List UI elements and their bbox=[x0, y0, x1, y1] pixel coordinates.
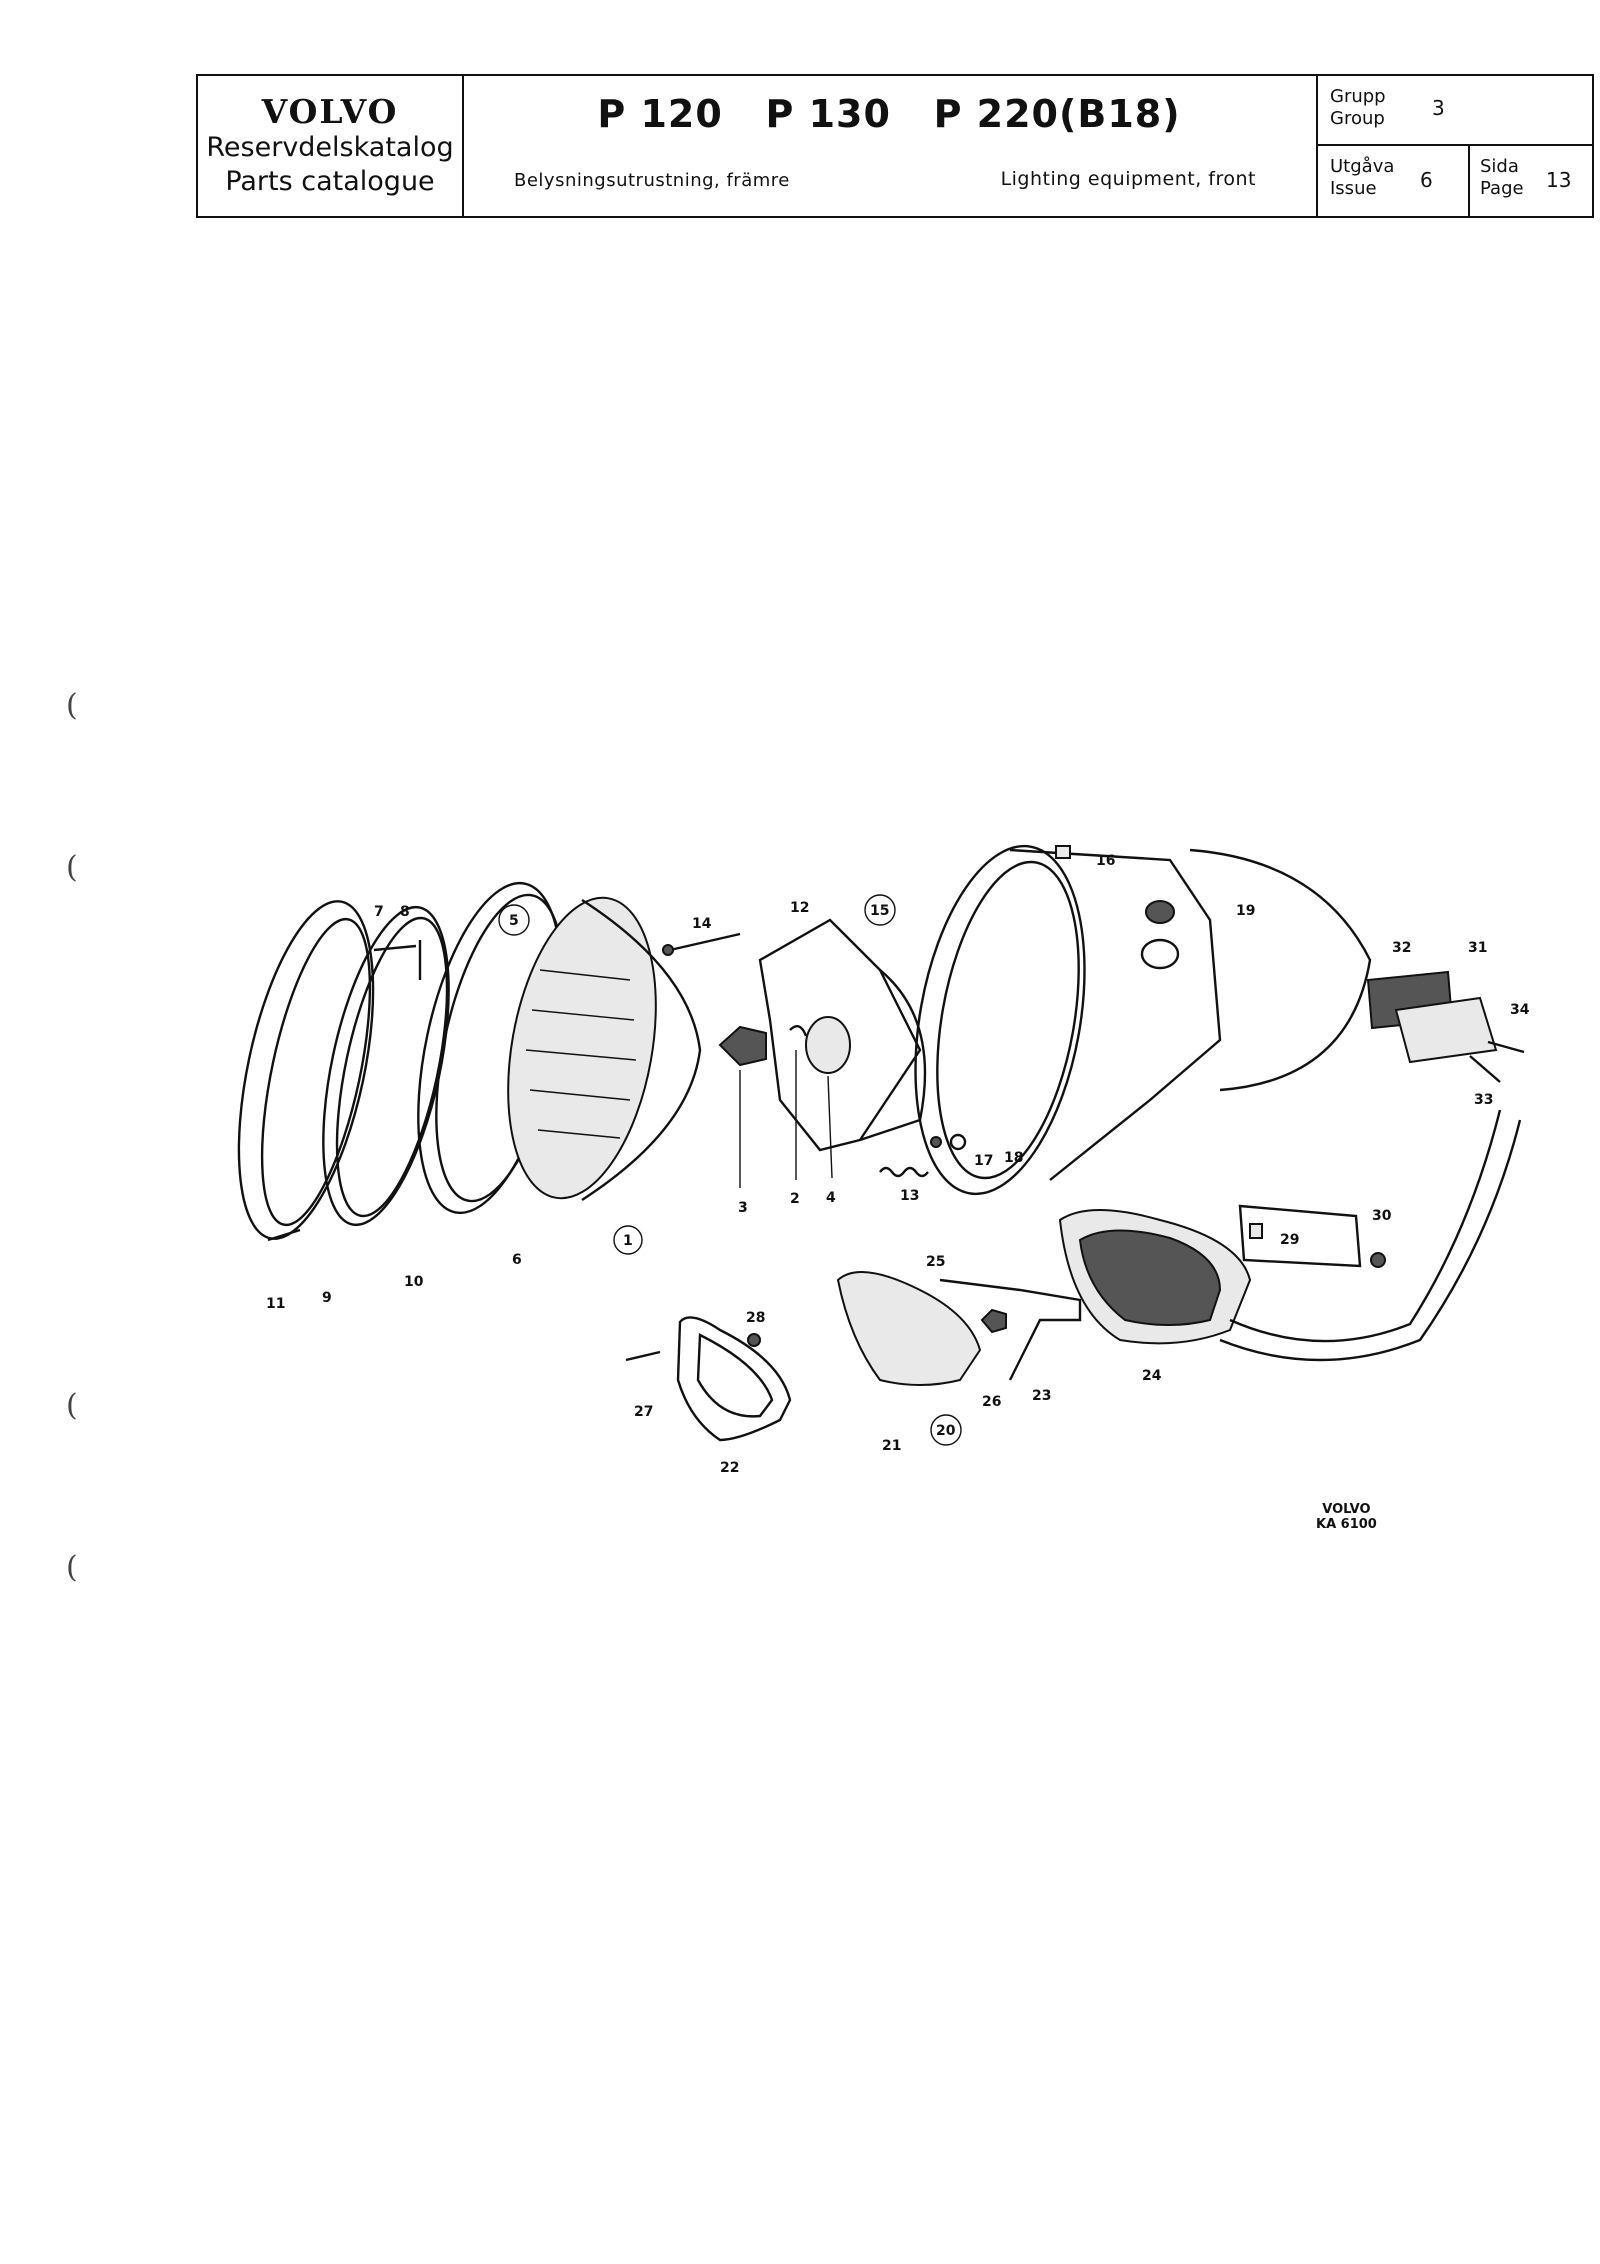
callout-label: 19 bbox=[1236, 903, 1255, 919]
callout-label: 10 bbox=[404, 1274, 424, 1290]
section-title-sv: Belysningsutrustning, främre bbox=[514, 170, 790, 191]
screw bbox=[625, 1350, 661, 1362]
callout-label: 6 bbox=[512, 1252, 522, 1268]
screw bbox=[1469, 1055, 1501, 1083]
issue-cell: Utgåva Issue 6 bbox=[1316, 146, 1470, 216]
callout-label: 27 bbox=[634, 1404, 653, 1420]
bulb bbox=[718, 1025, 767, 1188]
group-value: 3 bbox=[1432, 96, 1445, 120]
margin-mark: ( bbox=[66, 688, 78, 723]
callout-label: 25 bbox=[926, 1254, 945, 1270]
callout-label: 22 bbox=[720, 1460, 739, 1476]
margin-mark: ( bbox=[66, 850, 78, 885]
callout-label: 26 bbox=[982, 1394, 1001, 1410]
volvo-logo: VOLVO bbox=[261, 92, 399, 131]
margin-mark: ( bbox=[66, 1550, 78, 1585]
side-marker-lamp bbox=[1366, 970, 1498, 1064]
reference-code: KA 6100 bbox=[1316, 1517, 1377, 1532]
callout-label: 4 bbox=[826, 1190, 836, 1206]
adjusting-screw bbox=[662, 932, 741, 956]
title-cell: P 120 P 130 P 220(B18) Belysningsutrustn… bbox=[462, 76, 1318, 216]
page-label-sv: Sida bbox=[1480, 156, 1519, 177]
spring bbox=[879, 1166, 929, 1178]
catalog-title-en: Parts catalogue bbox=[225, 166, 435, 197]
callout-label: 32 bbox=[1392, 940, 1411, 956]
issue-label-sv: Utgåva bbox=[1330, 156, 1395, 177]
headlamp-rim bbox=[237, 900, 375, 1240]
reference-brand: VOLVO bbox=[1322, 1502, 1371, 1517]
callout-label: 12 bbox=[790, 900, 809, 916]
nut bbox=[1370, 1252, 1386, 1268]
callout-label: 23 bbox=[1032, 1388, 1051, 1404]
callout-label: 33 bbox=[1474, 1092, 1493, 1108]
callout-label: 20 bbox=[936, 1423, 956, 1439]
page-value: 13 bbox=[1546, 168, 1572, 192]
group-label-en: Group bbox=[1330, 108, 1385, 129]
page-cell: Sida Page 13 bbox=[1470, 146, 1592, 216]
headlamp-housing bbox=[914, 844, 1372, 1196]
group-label-sv: Grupp bbox=[1330, 86, 1386, 107]
callout-label: 17 bbox=[974, 1153, 993, 1169]
issue-label-en: Issue bbox=[1330, 178, 1377, 199]
callout-label: 3 bbox=[738, 1200, 748, 1216]
callout-label: 24 bbox=[1142, 1368, 1162, 1384]
callout-label: 29 bbox=[1280, 1232, 1299, 1248]
callout-label: 31 bbox=[1468, 940, 1487, 956]
callout-label: 15 bbox=[870, 903, 889, 919]
callout-label: 13 bbox=[900, 1188, 919, 1204]
grommet bbox=[1055, 845, 1175, 924]
screw-washer bbox=[930, 1133, 967, 1151]
callout-label: 14 bbox=[692, 916, 712, 932]
bulb-holder bbox=[789, 1016, 851, 1180]
callout-label: 34 bbox=[1510, 1002, 1530, 1018]
callout-label: 8 bbox=[400, 904, 410, 920]
screw bbox=[1487, 1040, 1525, 1054]
brand-cell: VOLVO Reservdelskatalog Parts catalogue bbox=[198, 76, 464, 216]
margin-mark: ( bbox=[66, 1388, 78, 1423]
callout-label: 18 bbox=[1004, 1150, 1023, 1166]
exploded-parts-diagram: 1 2 3 4 5 6 7 8 9 10 11 12 13 14 15 16 1… bbox=[237, 844, 1530, 1476]
parking-lamp-bezel bbox=[676, 1316, 792, 1442]
model-list: P 120 P 130 P 220(B18) bbox=[597, 92, 1181, 136]
callout-label: 16 bbox=[1096, 853, 1115, 869]
group-cell: Grupp Group 3 bbox=[1316, 76, 1592, 146]
callout-label: 1 bbox=[623, 1233, 633, 1249]
screw bbox=[267, 1228, 301, 1242]
callout-label: 2 bbox=[790, 1191, 800, 1207]
callout-label: 21 bbox=[882, 1438, 901, 1454]
callout-label: 28 bbox=[746, 1310, 765, 1326]
callout-label: 7 bbox=[374, 904, 384, 920]
callout-label: 5 bbox=[509, 913, 519, 929]
callout-labels: 1 2 3 4 5 6 7 8 9 10 11 12 13 14 15 16 1… bbox=[266, 853, 1530, 1476]
drawing-reference: VOLVO KA 6100 bbox=[1316, 1502, 1377, 1532]
reflector-plate bbox=[1238, 1204, 1362, 1268]
issue-value: 6 bbox=[1420, 168, 1433, 192]
catalog-title-sv: Reservdelskatalog bbox=[206, 132, 454, 163]
header-table: VOLVO Reservdelskatalog Parts catalogue … bbox=[196, 74, 1594, 218]
section-title-en: Lighting equipment, front bbox=[1000, 168, 1256, 190]
adjusting-plate bbox=[758, 918, 927, 1152]
callout-label: 11 bbox=[266, 1296, 285, 1312]
page-label-en: Page bbox=[1480, 178, 1524, 199]
sealed-beam-unit bbox=[507, 896, 702, 1202]
screw-head bbox=[747, 1333, 761, 1347]
meta-cell: Grupp Group 3 Utgåva Issue 6 Sida Page 1… bbox=[1316, 76, 1592, 216]
lamp-bracket bbox=[939, 1278, 1082, 1381]
parking-lamp-lens bbox=[836, 1271, 982, 1386]
screw bbox=[373, 944, 417, 952]
parking-lamp-housing bbox=[1058, 1209, 1252, 1345]
callout-label: 9 bbox=[322, 1290, 332, 1306]
callout-label: 30 bbox=[1372, 1208, 1392, 1224]
